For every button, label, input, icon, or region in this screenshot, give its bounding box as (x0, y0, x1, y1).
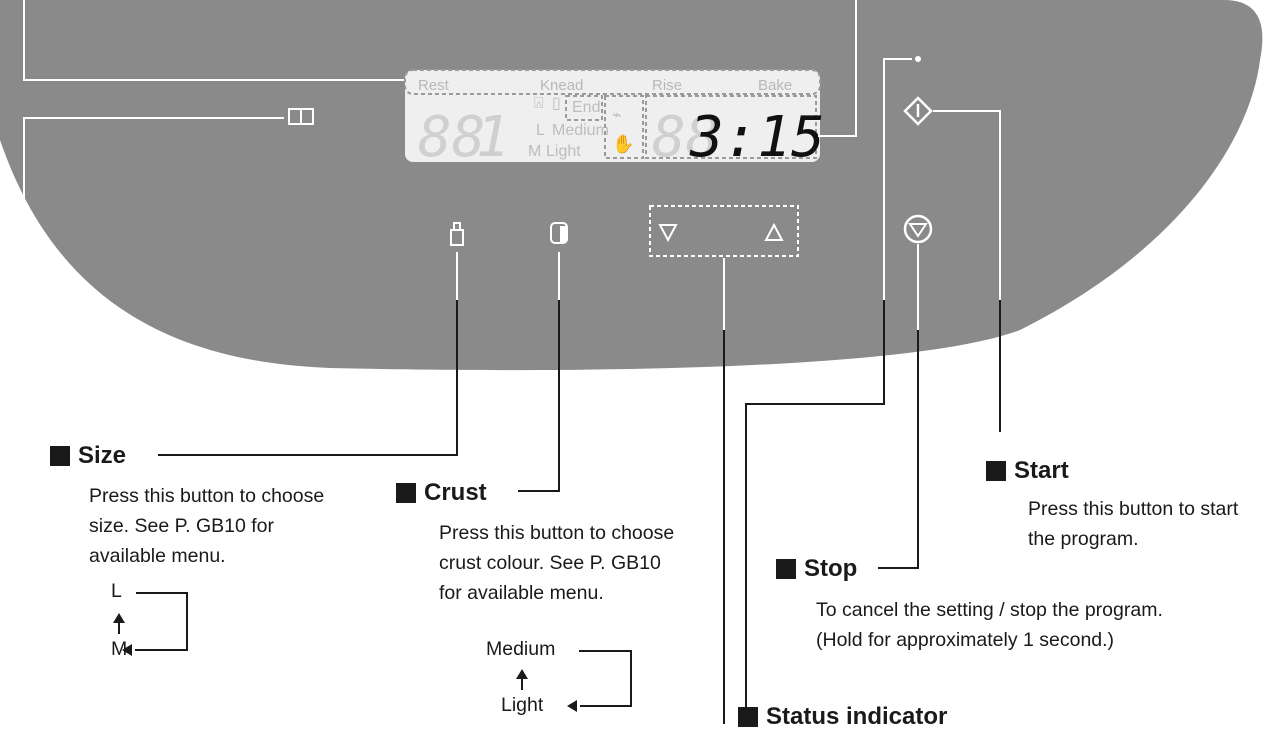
size-seq-m: M (111, 638, 128, 660)
crust-title: Crust (424, 479, 487, 506)
start-desc-line: Press this button to start (1028, 498, 1239, 520)
menu-book-icon (288, 108, 314, 125)
size-button-icon[interactable] (450, 222, 464, 246)
lcd-size-m: M (528, 143, 541, 160)
bullet-square (50, 446, 70, 466)
size-title: Size (78, 442, 127, 469)
crust-description: Press this button to choose crust colour… (439, 518, 674, 608)
crust-heading: Crust (396, 479, 487, 507)
stop-icon-triangle (908, 223, 928, 238)
stage-rest: Rest (418, 77, 450, 94)
crust-desc-line: Press this button to choose (439, 522, 675, 544)
crust-seq-light: Light (501, 694, 544, 716)
status-title: Status indicator (766, 703, 948, 730)
leader-menu (23, 117, 284, 724)
size-desc-line: size. See P. GB10 for (89, 515, 274, 537)
stage-rise: Rise (652, 77, 682, 94)
status-heading: Status indicator (738, 703, 947, 731)
bullet-square (986, 461, 1006, 481)
lcd-crust-icon: ▯ (552, 95, 561, 112)
size-left-arrow-head (122, 644, 132, 656)
stage-bake: Bake (758, 77, 792, 94)
status-light (915, 56, 921, 62)
lcd-status-box (604, 95, 644, 159)
stop-title: Stop (804, 555, 858, 582)
menu-number-ghost: 88 (418, 105, 485, 170)
start-icon[interactable] (903, 96, 933, 126)
lcd-size-icon: ⍓ (534, 95, 544, 112)
leader-crust (518, 252, 560, 492)
lcd-size-l: L (536, 122, 545, 139)
lcd-end-label: End (572, 99, 600, 116)
size-seq-l: L (111, 580, 122, 602)
leader-size (158, 252, 458, 456)
time-adjust-group (649, 205, 799, 257)
leader-stage (23, 0, 404, 81)
crust-left-arrow-head (567, 700, 577, 712)
leader-stop (878, 244, 919, 569)
lcd-hand-icon: ✋ (612, 133, 634, 155)
size-up-arrow-head (113, 613, 125, 623)
stop-desc-line: To cancel the setting / stop the program… (816, 599, 1163, 621)
bullet-square (396, 483, 416, 503)
lcd-end-box (565, 95, 603, 121)
time-readout: 3:15 (689, 105, 825, 170)
start-heading: Start (986, 457, 1069, 485)
size-description: Press this button to choose size. See P.… (89, 481, 324, 571)
leader-time (818, 0, 857, 137)
stop-description: To cancel the setting / stop the program… (816, 595, 1163, 655)
bullet-square (738, 707, 758, 727)
start-description: Press this button to start the program. (1028, 494, 1238, 554)
lcd-crust-medium: Medium (552, 122, 609, 139)
stop-heading: Stop (776, 555, 857, 583)
time-ghost: 88 (652, 105, 719, 170)
up-triangle-icon[interactable] (764, 222, 784, 241)
crust-desc-line: crust colour. See P. GB10 (439, 552, 661, 574)
size-desc-line: available menu. (89, 545, 226, 567)
crust-seq-medium: Medium (486, 638, 556, 660)
stage-knead: Knead (540, 77, 583, 94)
size-cycle-line (135, 592, 188, 651)
crust-up-arrow-head (516, 669, 528, 679)
menu-number: 1 (476, 105, 510, 170)
lcd-stage-band (404, 69, 821, 95)
size-heading: Size (50, 442, 126, 470)
lcd-crust-light: Light (546, 143, 581, 160)
start-title: Start (1014, 457, 1069, 484)
crust-desc-line: for available menu. (439, 582, 604, 604)
down-triangle-icon[interactable] (658, 224, 678, 243)
crust-button-icon[interactable] (550, 222, 568, 244)
start-desc-line: the program. (1028, 528, 1139, 550)
bullet-square (776, 559, 796, 579)
stop-icon[interactable] (903, 214, 933, 244)
crust-cycle-line (579, 650, 632, 707)
control-panel (0, 0, 1263, 371)
stop-desc-line: (Hold for approximately 1 second.) (816, 629, 1115, 651)
lcd-power-icon: ⌁ (612, 105, 622, 124)
size-desc-line: Press this button to choose (89, 485, 325, 507)
lcd-time-box (645, 95, 817, 159)
